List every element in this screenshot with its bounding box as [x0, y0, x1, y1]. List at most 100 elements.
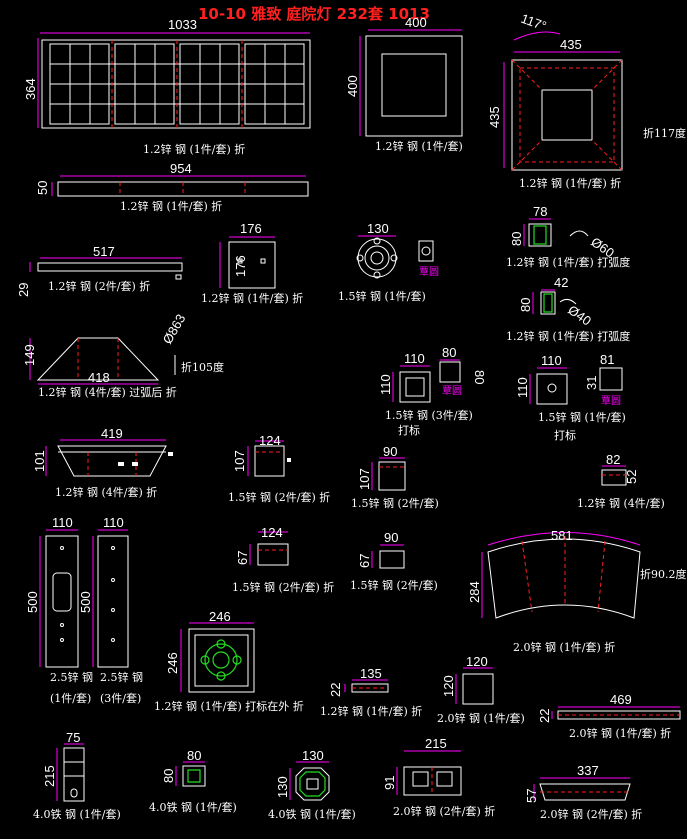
p29-height: 91 — [382, 776, 397, 790]
p23-height: 22 — [328, 683, 343, 697]
p7-width: 130 — [367, 221, 389, 236]
p10-note: 折105度 — [181, 360, 224, 374]
part-p22: 246 246 1.2锌 钢 (1件/套) 打标在外 折 — [154, 609, 304, 713]
p14-height: 107 — [232, 450, 247, 472]
p10-height: 149 — [22, 344, 37, 366]
p12-height: 110 — [515, 377, 530, 398]
part-p6: 176 176 1.2锌 钢 (1件/套) 折 — [201, 221, 303, 305]
p13-label: 1.2锌 钢 (4件/套) 折 — [55, 485, 157, 499]
p3-width: 435 — [560, 37, 582, 52]
p30-label: 2.0锌 钢 (2件/套) 折 — [540, 807, 642, 821]
p16-width: 82 — [606, 452, 620, 467]
p17-height: 500 — [25, 591, 40, 613]
p14-label: 1.5锌 钢 (2件/套) 折 — [228, 490, 330, 504]
p20-height: 67 — [357, 554, 372, 568]
p26-label: 4.0铁 钢 (1件/套) — [33, 808, 121, 821]
part-p25: 469 22 2.0锌 钢 (1件/套) 折 — [537, 692, 681, 740]
p19-height: 67 — [235, 551, 250, 565]
part-p11: 110 110 80 80 覃圆 1.5锌 钢 (3件/套) 打标 — [378, 345, 487, 437]
p18-height: 500 — [78, 591, 93, 613]
part-p20: 90 67 1.5锌 钢 (2件/套) — [350, 530, 438, 592]
p22-label: 1.2锌 钢 (1件/套) 打标在外 折 — [154, 699, 304, 713]
p1-label: 1.2锌 钢 (1件/套) 折 — [143, 142, 245, 156]
p9-height: 80 — [518, 298, 533, 312]
p21-note: 折90.2度 — [640, 567, 687, 581]
p4-width: 954 — [170, 161, 192, 176]
p3-label: 1.2锌 钢 (1件/套) 折 — [519, 176, 621, 190]
part-p30: 337 57 2.0锌 钢 (2件/套) 折 — [524, 763, 642, 821]
p12-note: 覃圆 — [601, 395, 621, 407]
p28-width: 130 — [302, 748, 324, 763]
part-p29: 215 91 2.0锌 钢 (2件/套) 折 — [382, 736, 495, 818]
p24-label: 2.0锌 钢 (1件/套) — [437, 711, 525, 725]
p11-note: 覃圆 — [442, 385, 462, 397]
p12-width2: 81 — [600, 352, 614, 367]
part-p28: 130 130 4.0铁 钢 (1件/套) — [268, 748, 356, 821]
p9-width: 42 — [554, 275, 568, 290]
part-p2: 400 400 1.2锌 钢 (1件/套) — [345, 15, 463, 153]
p22-width: 246 — [209, 609, 231, 624]
p18-width: 110 — [103, 515, 124, 530]
p17-sub: (1件/套) — [50, 692, 91, 705]
p9-label: 1.2锌 钢 (1件/套) 打弧度 — [506, 329, 630, 343]
p13-width: 419 — [101, 426, 123, 441]
p9-dia: Ø40 — [565, 302, 594, 328]
p24-width: 120 — [466, 654, 488, 669]
part-p7: 130 覃圆 1.5锌 钢 (1件/套) — [338, 221, 439, 303]
p2-height: 400 — [345, 75, 360, 97]
p30-width: 337 — [577, 763, 599, 778]
p27-height: 80 — [161, 769, 176, 783]
p22-height: 246 — [165, 652, 180, 674]
p8-width: 78 — [533, 204, 547, 219]
p24-height: 120 — [441, 675, 456, 697]
p27-width: 80 — [187, 748, 201, 763]
p30-height: 57 — [524, 789, 539, 803]
p21-height: 284 — [467, 581, 482, 603]
p2-width: 400 — [405, 15, 427, 30]
p26-height: 215 — [42, 765, 57, 787]
part-p4: 954 50 1.2锌 钢 (1件/套) 折 — [35, 161, 309, 213]
p11-label: 1.5锌 钢 (3件/套) — [385, 408, 473, 422]
p11-width2: 80 — [442, 345, 456, 360]
p12-label: 1.5锌 钢 (1件/套) — [538, 410, 626, 424]
p15-height: 107 — [357, 468, 372, 490]
p4-label: 1.2锌 钢 (1件/套) 折 — [120, 199, 222, 213]
p21-width: 581 — [551, 528, 573, 543]
p17-width: 110 — [52, 515, 73, 530]
part-p19: 124 67 1.5锌 钢 (2件/套) 折 — [232, 525, 334, 594]
p17-label: 2.5锌 钢 — [50, 670, 93, 684]
p21-label: 2.0锌 钢 (1件/套) 折 — [513, 640, 615, 654]
p3-note: 折117度 — [643, 126, 686, 140]
part-p17: 110 500 2.5锌 钢 (1件/套) — [25, 515, 93, 705]
p2-label: 1.2锌 钢 (1件/套) — [375, 139, 463, 153]
p3-height: 435 — [487, 106, 502, 128]
part-p16: 82 52 1.2锌 钢 (4件/套) — [577, 452, 665, 510]
p7-note: 覃圆 — [419, 266, 439, 278]
p7-label: 1.5锌 钢 (1件/套) — [338, 289, 426, 303]
p19-width: 124 — [261, 525, 283, 540]
p14-width: 124 — [259, 433, 281, 448]
part-p24: 120 120 2.0锌 钢 (1件/套) — [437, 654, 525, 725]
part-p27: 80 80 4.0铁 钢 (1件/套) — [149, 748, 237, 814]
p10-dia: Ø863 — [160, 311, 189, 346]
p12-width: 110 — [541, 353, 562, 368]
p5-width: 517 — [93, 244, 115, 259]
p23-width: 135 — [360, 666, 382, 681]
p20-label: 1.5锌 钢 (2件/套) — [350, 578, 438, 592]
part-p3: 117° 435 435 折117度 1.2锌 钢 (1件/套) 折 — [487, 11, 686, 190]
p4-height: 50 — [35, 181, 50, 195]
p29-label: 2.0锌 钢 (2件/套) 折 — [393, 804, 495, 818]
part-p12: 110 110 81 31 覃圆 1.5锌 钢 (1件/套) 打标 — [515, 352, 626, 442]
p8-height: 80 — [509, 232, 524, 246]
p12-height2: 31 — [584, 376, 599, 390]
p25-label: 2.0锌 钢 (1件/套) 折 — [569, 726, 671, 740]
p29-width: 215 — [425, 736, 447, 751]
part-p18: 110 500 2.5锌 钢 (3件/套) — [78, 515, 143, 705]
p1-height: 364 — [23, 78, 38, 100]
part-p5: 517 29 1.2锌 钢 (2件/套) 折 — [16, 244, 183, 297]
p11-height2: 80 — [472, 370, 487, 384]
p18-label: 2.5锌 钢 — [100, 670, 143, 684]
p6-height: 176 — [233, 255, 248, 277]
p16-label: 1.2锌 钢 (4件/套) — [577, 496, 665, 510]
